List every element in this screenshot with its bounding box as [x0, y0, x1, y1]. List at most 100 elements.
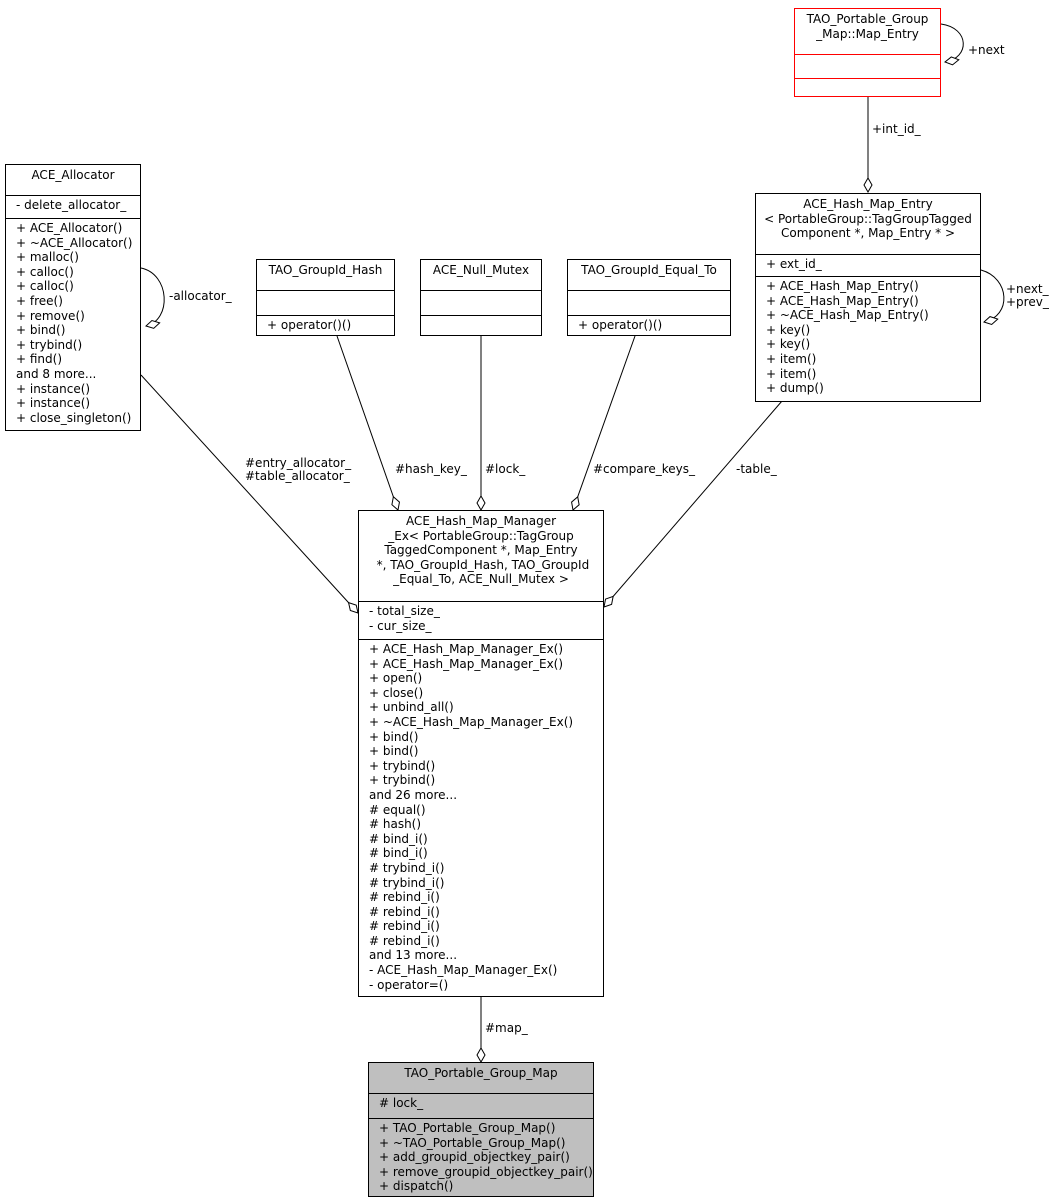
class-groupid-equal-to[interactable]: TAO_GroupId_Equal_To + operator()() [567, 259, 731, 336]
operation: + open() [369, 671, 423, 686]
class-title: TAO_GroupId_Equal_To [581, 263, 717, 277]
class-hash-map-entry[interactable]: ACE_Hash_Map_Entry < PortableGroup::TagG… [755, 193, 981, 402]
operation-more: and 8 more... [16, 366, 97, 381]
operation: # rebind_i() [369, 904, 440, 919]
operation: + ACE_Hash_Map_Manager_Ex() [369, 656, 564, 671]
operations-section: + ACE_Hash_Map_Manager_Ex() + ACE_Hash_M… [359, 639, 603, 995]
operation: + free() [16, 293, 63, 308]
operation: + ~ACE_Hash_Map_Entry() [766, 308, 929, 323]
operation: + dispatch() [379, 1179, 454, 1194]
operation: # rebind_i() [369, 919, 440, 934]
operations-section: + TAO_Portable_Group_Map() + ~TAO_Portab… [369, 1118, 593, 1197]
edge-label-next-prev: +next_ +prev_ [1006, 282, 1049, 309]
edge-label-lock: #lock_ [485, 462, 526, 476]
operation: # trybind_i() [369, 875, 445, 890]
operation: + bind() [369, 729, 419, 744]
class-title: ACE_Null_Mutex [432, 263, 530, 277]
operation: # bind_i() [369, 846, 428, 861]
operation: + find() [16, 352, 63, 367]
edge-hash-key [336, 335, 401, 511]
operation: + TAO_Portable_Group_Map() [379, 1121, 556, 1135]
operation: # rebind_i() [369, 933, 440, 948]
class-ace-allocator[interactable]: ACE_Allocator - delete_allocator_ + ACE_… [5, 164, 141, 431]
operation-more: and 26 more... [369, 787, 458, 802]
edge-map-entry-next [940, 23, 964, 66]
edge-table [603, 400, 783, 608]
class-portable-group-map[interactable]: TAO_Portable_Group_Map # lock_ + TAO_Por… [368, 1062, 594, 1197]
class-title: TAO_Portable_Group _Map::Map_Entry [806, 12, 929, 41]
operation: + dump() [766, 381, 824, 396]
class-title: TAO_GroupId_Hash [268, 263, 383, 277]
edge-hash-map-entry-self [980, 269, 1005, 325]
attributes-section [421, 290, 541, 315]
class-title: TAO_Portable_Group_Map [404, 1066, 558, 1080]
operation: + trybind() [369, 773, 436, 788]
operation: + remove() [16, 308, 85, 323]
edge-allocator-self [140, 267, 165, 329]
class-title: ACE_Hash_Map_Entry < PortableGroup::TagG… [764, 197, 972, 241]
edge-label-next: +next [968, 43, 1005, 57]
operation: + bind() [16, 323, 66, 338]
attributes-section: - delete_allocator_ [6, 195, 140, 218]
operation: # trybind_i() [369, 860, 445, 875]
attributes-section: + ext_id_ [756, 254, 980, 276]
edge-label-entry-table-allocator: #entry_allocator_ #table_allocator_ [245, 456, 352, 483]
operation: + operator()() [267, 318, 352, 332]
edge-label-int-id: +int_id_ [872, 122, 921, 136]
edge-entry-table-allocator [140, 374, 359, 614]
class-null-mutex[interactable]: ACE_Null_Mutex [420, 259, 542, 336]
attribute: - delete_allocator_ [16, 198, 127, 212]
operation: + ~ACE_Allocator() [16, 235, 133, 250]
operation: + key() [766, 322, 811, 337]
attribute: # lock_ [379, 1096, 424, 1110]
operations-section: + ACE_Allocator() + ~ACE_Allocator() + m… [6, 218, 140, 428]
class-groupid-hash[interactable]: TAO_GroupId_Hash + operator()() [256, 259, 395, 336]
operation: + instance() [16, 396, 91, 411]
operations-section: + operator()() [568, 315, 730, 336]
operation: + remove_groupid_objectkey_pair() [379, 1164, 593, 1179]
attributes-section: # lock_ [369, 1093, 593, 1118]
operations-section [421, 315, 541, 321]
operation: + bind() [369, 744, 419, 759]
operation: + close() [369, 685, 424, 700]
class-map-entry[interactable]: TAO_Portable_Group _Map::Map_Entry [794, 8, 941, 97]
operation: + add_groupid_objectkey_pair() [379, 1150, 570, 1165]
operation: + close_singleton() [16, 410, 132, 425]
operation: - ACE_Hash_Map_Manager_Ex() [369, 963, 558, 978]
operation: + calloc() [16, 279, 74, 294]
operation: + ACE_Allocator() [16, 221, 123, 235]
class-title: ACE_Hash_Map_Manager _Ex< PortableGroup:… [376, 514, 590, 587]
operation: + ACE_Hash_Map_Manager_Ex() [369, 642, 564, 656]
operation: + instance() [16, 381, 91, 396]
edge-label-compare-keys: #compare_keys_ [593, 462, 695, 476]
attributes-section [795, 54, 940, 78]
operation: + trybind() [16, 337, 83, 352]
operations-section: + operator()() [257, 315, 394, 336]
operation: + unbind_all() [369, 700, 454, 715]
attribute: - total_size_ [369, 604, 440, 618]
operation: # bind_i() [369, 831, 428, 846]
operation: + ACE_Hash_Map_Entry() [766, 279, 919, 293]
operation: # hash() [369, 817, 422, 832]
operation: - operator=() [369, 977, 449, 992]
attributes-section: - total_size_ - cur_size_ [359, 601, 603, 639]
operation: + ~TAO_Portable_Group_Map() [379, 1135, 566, 1150]
edge-compare-keys [571, 335, 636, 511]
attributes-section [568, 290, 730, 315]
class-hash-map-manager[interactable]: ACE_Hash_Map_Manager _Ex< PortableGroup:… [358, 510, 604, 997]
attributes-section [257, 290, 394, 315]
operation: # equal() [369, 802, 426, 817]
edge-label-map: #map_ [485, 1021, 528, 1035]
operation: + malloc() [16, 250, 79, 265]
operation: + calloc() [16, 264, 74, 279]
operation: + ~ACE_Hash_Map_Manager_Ex() [369, 714, 574, 729]
edge-label-allocator: -allocator_ [169, 289, 232, 303]
operation: + operator()() [578, 318, 663, 332]
operation: + item() [766, 366, 817, 381]
class-title: ACE_Allocator [31, 168, 115, 182]
edge-label-table: -table_ [736, 462, 777, 476]
operation: + key() [766, 337, 811, 352]
operations-section: + ACE_Hash_Map_Entry() + ACE_Hash_Map_En… [756, 276, 980, 399]
operation: # rebind_i() [369, 890, 440, 905]
